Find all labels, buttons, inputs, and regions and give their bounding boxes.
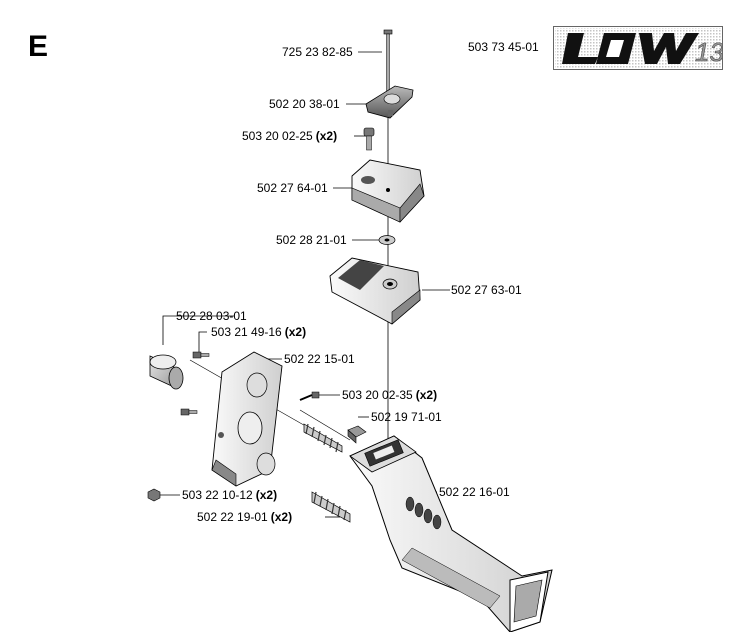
part-label-knob[interactable]: 502 20 38-01 — [269, 97, 340, 111]
clamp-top — [351, 159, 425, 223]
washer — [378, 235, 396, 245]
knob — [365, 85, 414, 119]
screw-side — [180, 351, 210, 416]
logo: 13 — [553, 26, 725, 70]
part-label-clamp-top[interactable]: 502 27 64-01 — [257, 181, 328, 195]
part-label-bolt-long[interactable]: 725 23 82-85 — [282, 45, 353, 59]
part-label-spring[interactable]: 502 22 19-01(x2) — [197, 510, 293, 524]
part-label-washer[interactable]: 502 28 21-01 — [276, 233, 347, 247]
clamp-bottom — [329, 257, 421, 325]
part-label-screw-side[interactable]: 503 21 49-16(x2) — [211, 325, 307, 339]
bracket — [211, 351, 283, 487]
bushing — [149, 354, 184, 390]
nut-small — [147, 488, 161, 502]
spring-lower — [311, 491, 351, 523]
part-label-nut[interactable]: 502 19 71-01 — [371, 410, 442, 424]
logo-part-number: 503 73 45-01 — [468, 40, 539, 54]
part-label-screw-upper[interactable]: 503 20 02-25(x2) — [242, 129, 338, 143]
nut-square — [347, 425, 367, 444]
handle — [349, 435, 553, 632]
screw-upper — [363, 127, 375, 151]
part-label-handle[interactable]: 502 22 16-01 — [439, 485, 510, 499]
part-label-clamp-bottom[interactable]: 502 27 63-01 — [451, 283, 522, 297]
part-label-nut-small[interactable]: 503 22 10-12(x2) — [182, 488, 278, 502]
svg-text:13: 13 — [695, 37, 722, 67]
screw-mid — [299, 391, 320, 401]
part-label-screw-mid[interactable]: 503 20 02-35(x2) — [342, 388, 438, 402]
section-letter: E — [28, 30, 49, 63]
part-label-bracket[interactable]: 502 22 15-01 — [284, 352, 355, 366]
long-bolt — [383, 29, 393, 95]
spring-upper — [303, 423, 343, 453]
